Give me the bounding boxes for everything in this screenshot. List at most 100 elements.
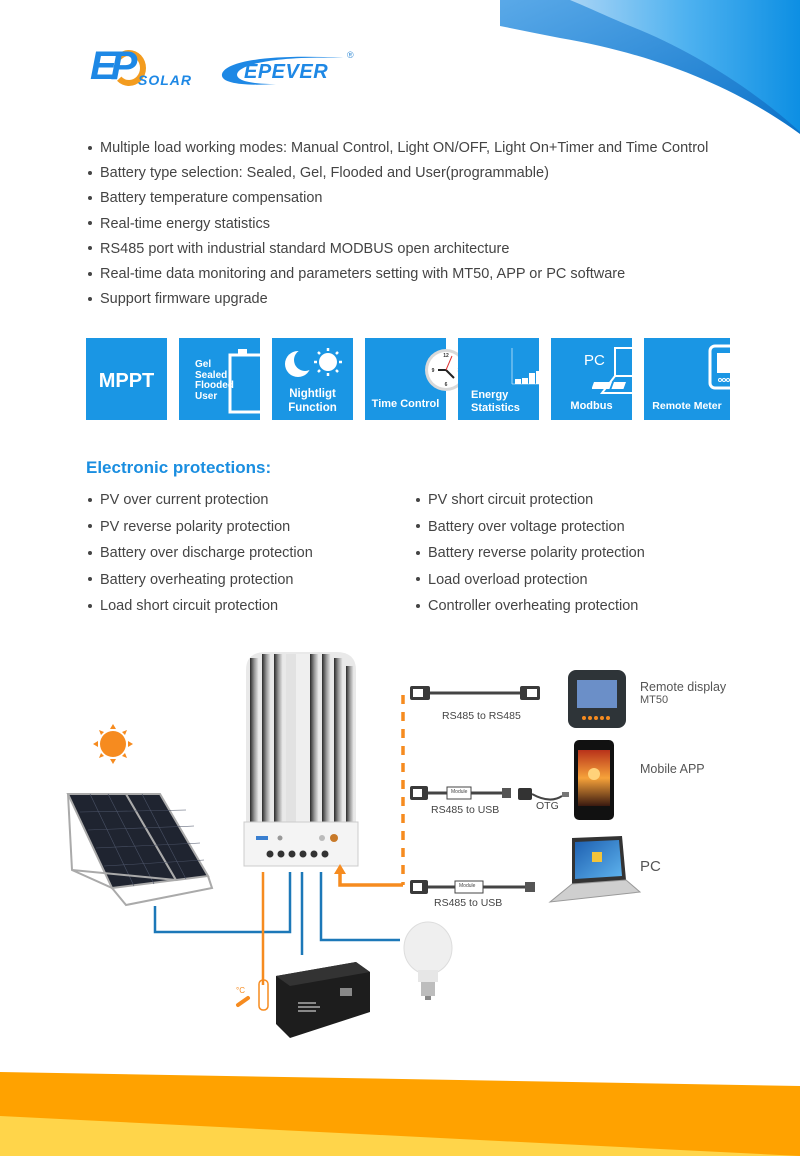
protection-item: PV reverse polarity protection bbox=[86, 517, 313, 544]
feature-item: Support firmware upgrade bbox=[86, 289, 708, 314]
nightlight-label-1: Nightligt bbox=[289, 388, 336, 400]
energy-statistics-tile: Energy Statistics bbox=[458, 338, 571, 420]
battery-type-list: Gel Sealed Flooded User bbox=[195, 359, 234, 402]
bullet-icon bbox=[88, 246, 92, 251]
bullet-icon bbox=[88, 550, 92, 555]
mppt-tile: MPPT bbox=[86, 338, 167, 420]
nightlight-tile: Nightligt Function bbox=[272, 338, 353, 420]
protection-item: PV short circuit protection bbox=[414, 490, 645, 517]
feature-item: Real-time energy statistics bbox=[86, 214, 708, 239]
epsolar-logo-ring bbox=[112, 50, 146, 86]
modbus-tile: PC Modbus bbox=[551, 338, 658, 420]
protection-item: PV over current protection bbox=[86, 490, 313, 517]
footer-band bbox=[0, 1072, 800, 1156]
bullet-icon bbox=[416, 497, 420, 502]
pc-label: PC bbox=[640, 858, 661, 875]
energy-label-2: Statistics bbox=[471, 402, 520, 414]
rs485-input-line bbox=[338, 872, 403, 887]
light-bulb-icon bbox=[403, 921, 453, 1000]
svg-text:9: 9 bbox=[431, 368, 434, 374]
remote-meter-label: Remote Meter bbox=[652, 400, 722, 412]
feature-item: Battery temperature compensation bbox=[86, 188, 708, 213]
meter-icon bbox=[708, 344, 754, 390]
battery-type-tile: Gel Sealed Flooded User bbox=[179, 338, 292, 420]
bullet-icon bbox=[416, 604, 420, 609]
temperature-sensor-icon bbox=[236, 979, 269, 1011]
rs485-rs485-label: RS485 to RS485 bbox=[442, 710, 521, 722]
bullet-icon bbox=[88, 170, 92, 175]
protection-item: Battery overheating protection bbox=[86, 570, 313, 597]
protection-item: Battery reverse polarity protection bbox=[414, 543, 645, 570]
bullet-icon bbox=[88, 296, 92, 301]
rs485-usb-cable-icon bbox=[410, 786, 511, 800]
rs485-usb-2-label: RS485 to USB bbox=[434, 897, 503, 909]
time-control-tile: 12369 Time Control bbox=[365, 338, 467, 420]
protection-item: Battery over discharge protection bbox=[86, 543, 313, 570]
bullet-icon bbox=[88, 524, 92, 529]
temp-unit-label: °C bbox=[236, 986, 245, 995]
feature-icon-row: MPPT Gel Sealed Flooded User Nig bbox=[86, 338, 754, 420]
moon-sun-icon bbox=[285, 348, 342, 377]
header-swoosh bbox=[500, 0, 800, 134]
bullet-icon bbox=[416, 524, 420, 529]
energy-label-1: Energy bbox=[471, 389, 509, 401]
epever-logo: EPEVER ® bbox=[216, 50, 356, 88]
time-control-label: Time Control bbox=[371, 398, 440, 410]
registered-mark: ® bbox=[347, 50, 354, 60]
epsolar-logo: EP SOLAR bbox=[88, 44, 200, 90]
protections-right-list: PV short circuit protection Battery over… bbox=[414, 490, 645, 623]
nightlight-label-2: Function bbox=[288, 402, 337, 414]
feature-list: Multiple load working modes: Manual Cont… bbox=[86, 138, 708, 314]
module-label: Module bbox=[451, 789, 468, 795]
mobile-app-label: Mobile APP bbox=[640, 762, 705, 776]
mt50-display-icon bbox=[568, 670, 626, 728]
bullet-icon bbox=[416, 577, 420, 582]
solar-panel-icon bbox=[66, 793, 214, 907]
otg-cable-icon bbox=[518, 788, 569, 801]
epsolar-logo-word: SOLAR bbox=[138, 72, 192, 88]
smartphone-icon bbox=[574, 740, 614, 820]
rs485-rs485-cable-icon bbox=[410, 686, 540, 700]
remote-meter-tile: Remote Meter bbox=[644, 338, 754, 420]
bullet-icon bbox=[88, 145, 92, 150]
modbus-screen-text: PC bbox=[584, 352, 605, 369]
bullet-icon bbox=[88, 604, 92, 609]
protection-item: Load overload protection bbox=[414, 570, 645, 597]
battery-icon bbox=[276, 962, 370, 1038]
svg-text:12: 12 bbox=[443, 353, 449, 359]
diagram-graphics bbox=[66, 652, 642, 1038]
laptop-pc-icon bbox=[548, 836, 642, 903]
feature-item: Real-time data monitoring and parameters… bbox=[86, 264, 708, 289]
feature-item: Battery type selection: Sealed, Gel, Flo… bbox=[86, 163, 708, 188]
charge-controller-icon bbox=[243, 652, 359, 867]
epsolar-logo-mark: EP bbox=[90, 44, 137, 88]
protection-item: Battery over voltage protection bbox=[414, 517, 645, 544]
rs485-usb-cable-2-icon bbox=[410, 880, 535, 894]
rs485-usb-label: RS485 to USB bbox=[431, 804, 500, 816]
protection-item: Controller overheating protection bbox=[414, 596, 645, 623]
system-diagram: RS485 to RS485 RS485 to USB OTG RS485 to… bbox=[0, 640, 800, 1060]
module-label-2: Module bbox=[459, 883, 476, 889]
epever-logo-word: EPEVER bbox=[244, 61, 329, 83]
pv-wire bbox=[153, 872, 292, 934]
bullet-icon bbox=[88, 497, 92, 502]
arrow-up-icon bbox=[334, 864, 346, 874]
protections-heading: Electronic protections: bbox=[86, 458, 272, 477]
bullet-icon bbox=[88, 221, 92, 226]
modbus-label: Modbus bbox=[570, 400, 613, 412]
protections-left-list: PV over current protection PV reverse po… bbox=[86, 490, 313, 623]
mppt-label: MPPT bbox=[98, 370, 155, 392]
feature-item: Multiple load working modes: Manual Cont… bbox=[86, 138, 708, 163]
bullet-icon bbox=[88, 577, 92, 582]
bullet-icon bbox=[88, 271, 92, 276]
protection-item: Load short circuit protection bbox=[86, 596, 313, 623]
svg-text:6: 6 bbox=[444, 382, 447, 388]
epever-swoosh-icon bbox=[221, 56, 344, 85]
otg-label: OTG bbox=[536, 800, 559, 812]
load-wire bbox=[319, 872, 400, 942]
feature-item: RS485 port with industrial standard MODB… bbox=[86, 239, 708, 264]
bullet-icon bbox=[416, 550, 420, 555]
bullet-icon bbox=[88, 196, 92, 201]
remote-display-label: Remote display bbox=[640, 680, 727, 694]
sun-icon bbox=[93, 724, 133, 764]
